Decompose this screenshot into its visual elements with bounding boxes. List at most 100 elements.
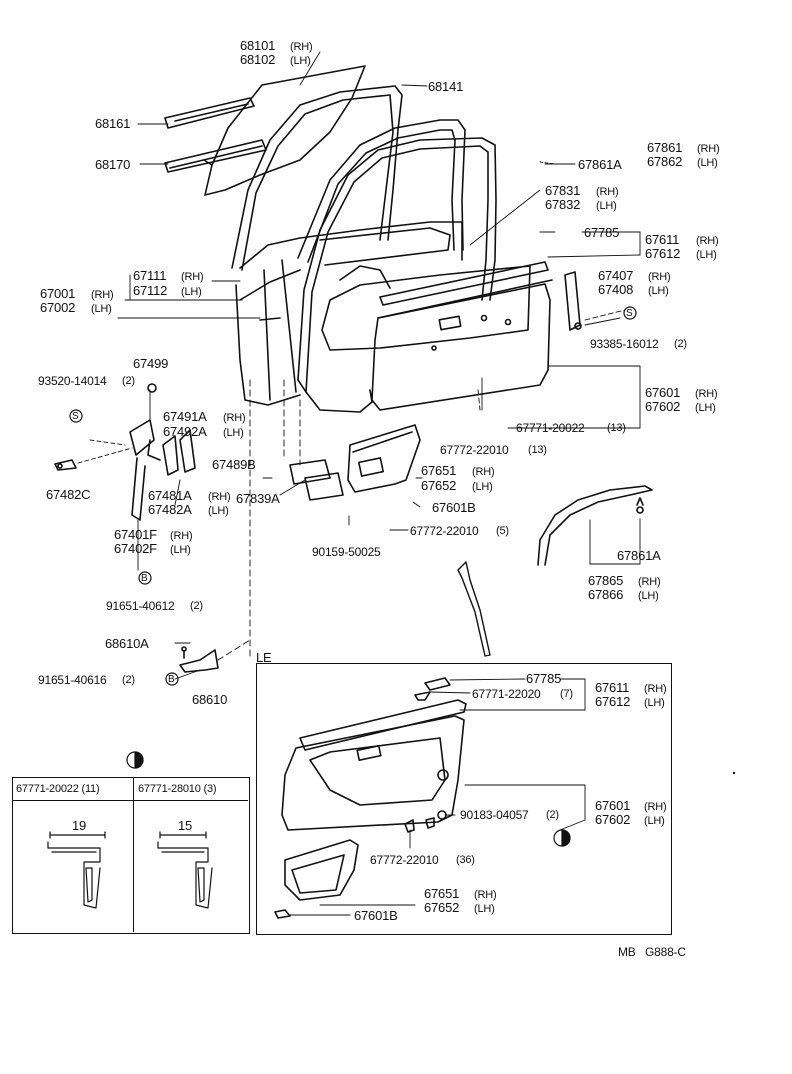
part-68610a: 68610A [105,636,149,651]
part-67401f: 67401F [114,527,157,542]
part-67111-side: (RH) [181,271,204,283]
le-part-67602: 67602 [595,812,631,827]
part-67839a: 67839A [236,491,280,506]
part-67481a: 67481A [148,488,192,503]
le-box-leaders [289,678,586,916]
part-67772-22010-5: 67772-22010 [410,524,479,538]
symbol-b-lower: B [168,674,175,685]
symbol-b-upper: B [141,573,148,584]
part-67602-top-side: (LH) [695,402,716,414]
trim-board-upper [321,261,549,351]
lower-trim [289,424,421,501]
part-67832-side: (LH) [596,200,617,212]
clip-table-col-divider [133,777,134,932]
part-67489b: 67489B [212,457,256,472]
door-check [179,646,219,673]
part-68102: 68102 [240,52,276,67]
clip-table-col2-header: 67771-28010 (3) [138,783,217,795]
clip-table-header-rule [12,800,248,801]
part-67651-top: 67651 [421,463,457,478]
part-68161: 68161 [95,116,131,131]
part-67402f-side: (LH) [170,544,191,556]
le-part-67772-22010-qty: (36) [456,854,475,866]
clip-table [12,777,250,934]
door-frame [235,119,466,406]
clip-symbols [69,306,637,847]
part-93385-qty: (2) [674,338,687,350]
part-91651-40616-qty: (2) [122,674,135,686]
part-67112: 67112 [133,283,168,298]
part-93385: 93385-16012 [590,337,659,351]
trim-board-main [371,279,553,411]
part-67862: 67862 [647,154,683,169]
part-67492a: 67492A [163,424,207,439]
part-68170: 68170 [95,157,131,172]
le-part-67771-22020-qty: (7) [560,688,573,700]
le-part-67602-side: (LH) [644,815,665,827]
mirror-cover [564,271,582,331]
door-weatherstrip [297,137,497,413]
part-68101-side: (RH) [290,41,313,53]
part-68610: 68610 [192,692,228,707]
weatherstrips [164,97,267,173]
inner-handle-parts [54,383,196,521]
part-67832: 67832 [545,197,581,212]
glass-run [231,85,403,271]
part-67001: 67001 [40,286,76,301]
part-67772-22010-13: 67772-22010 [440,443,509,457]
part-67491a-side: (RH) [223,412,246,424]
part-67111: 67111 [133,268,167,283]
le-part-67612-side: (LH) [644,697,665,709]
clip-col1-dimension: 19 [72,818,87,833]
leader-lines [77,51,641,680]
part-67865: 67865 [588,573,624,588]
clip-col2-dimension: 15 [178,818,193,833]
view-arrow [457,561,491,657]
le-part-90183-qty: (2) [546,809,559,821]
part-67771-20022: 67771-20022 [516,421,585,435]
part-67602-top: 67602 [645,399,681,414]
part-67866: 67866 [588,587,624,602]
part-68102-side: (LH) [290,55,311,67]
part-67771-20022-qty: (13) [607,422,626,434]
part-67866-side: (LH) [638,590,659,602]
part-67001-side: (RH) [91,289,114,301]
part-67482a: 67482A [148,502,192,517]
clip-detail-drawings [47,831,213,909]
part-67408-side: (LH) [648,285,669,297]
le-part-67771-22020: 67771-22020 [472,687,541,701]
part-67492a-side: (LH) [223,427,244,439]
clip-table-col1-header: 67771-20022 (11) [16,783,100,795]
door-glass [203,65,366,196]
part-67601b-top: 67601B [432,500,476,515]
part-68101: 68101 [240,38,276,53]
part-67112-side: (LH) [181,286,202,298]
part-67861a-top: 67861A [578,157,622,172]
symbol-s-right: S [626,308,633,319]
part-90159: 90159-50025 [312,545,381,559]
part-67407-side: (RH) [648,271,671,283]
part-68141: 68141 [428,79,464,94]
part-67612-top-side: (LH) [696,249,717,261]
le-part-67601-side: (RH) [644,801,667,813]
le-box-parts [274,677,467,919]
part-67611-top: 67611 [645,232,680,247]
part-67482a-side: (LH) [208,505,229,517]
le-detail-box [256,663,672,935]
le-part-67652-side: (LH) [474,903,495,915]
part-67402f: 67402F [114,541,157,556]
belt-moulding [537,485,653,566]
le-label: LE [256,650,272,665]
part-67499: 67499 [133,356,169,371]
le-part-67772-22010: 67772-22010 [370,853,439,867]
symbol-s-left: S [72,411,79,422]
part-67481a-side: (RH) [208,491,231,503]
part-67482c: 67482C [46,487,91,502]
part-93520-qty: (2) [122,375,135,387]
part-67611-top-side: (RH) [696,235,719,247]
le-part-67785: 67785 [526,671,562,686]
le-part-90183: 90183-04057 [460,808,529,822]
le-part-67601b: 67601B [354,908,398,923]
part-67861a-right: 67861A [617,548,661,563]
